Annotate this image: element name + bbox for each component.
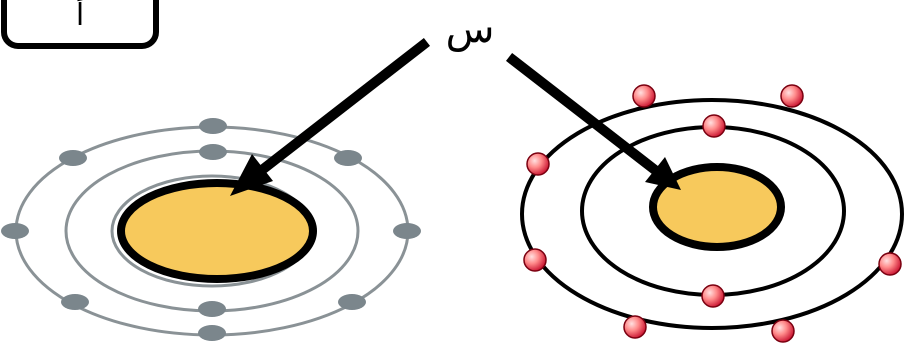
- right-electron: [524, 249, 546, 271]
- pointer-label: س: [446, 6, 495, 52]
- badge-text: أ: [76, 0, 84, 33]
- right-electron: [633, 85, 655, 107]
- left-electron: [393, 223, 421, 239]
- right-electron: [702, 285, 724, 307]
- left-electron: [199, 118, 227, 134]
- left-electron: [61, 294, 89, 310]
- left-electron: [338, 294, 366, 310]
- left-atom: [1, 118, 421, 341]
- right-electron: [781, 85, 803, 107]
- left-nucleus: [121, 183, 313, 279]
- left-electron: [59, 150, 87, 166]
- right-electron: [624, 316, 646, 338]
- right-electron: [527, 153, 549, 175]
- right-electron: [772, 320, 794, 342]
- right-electron: [703, 115, 725, 137]
- right-electron: [879, 253, 901, 275]
- label-badge: أ: [4, 0, 156, 46]
- left-electron: [1, 223, 29, 239]
- left-electron: [198, 325, 226, 341]
- left-arrow: [230, 45, 423, 196]
- right-atom: [522, 85, 902, 342]
- left-electron: [198, 301, 226, 317]
- left-electron: [199, 144, 227, 160]
- left-electron: [334, 150, 362, 166]
